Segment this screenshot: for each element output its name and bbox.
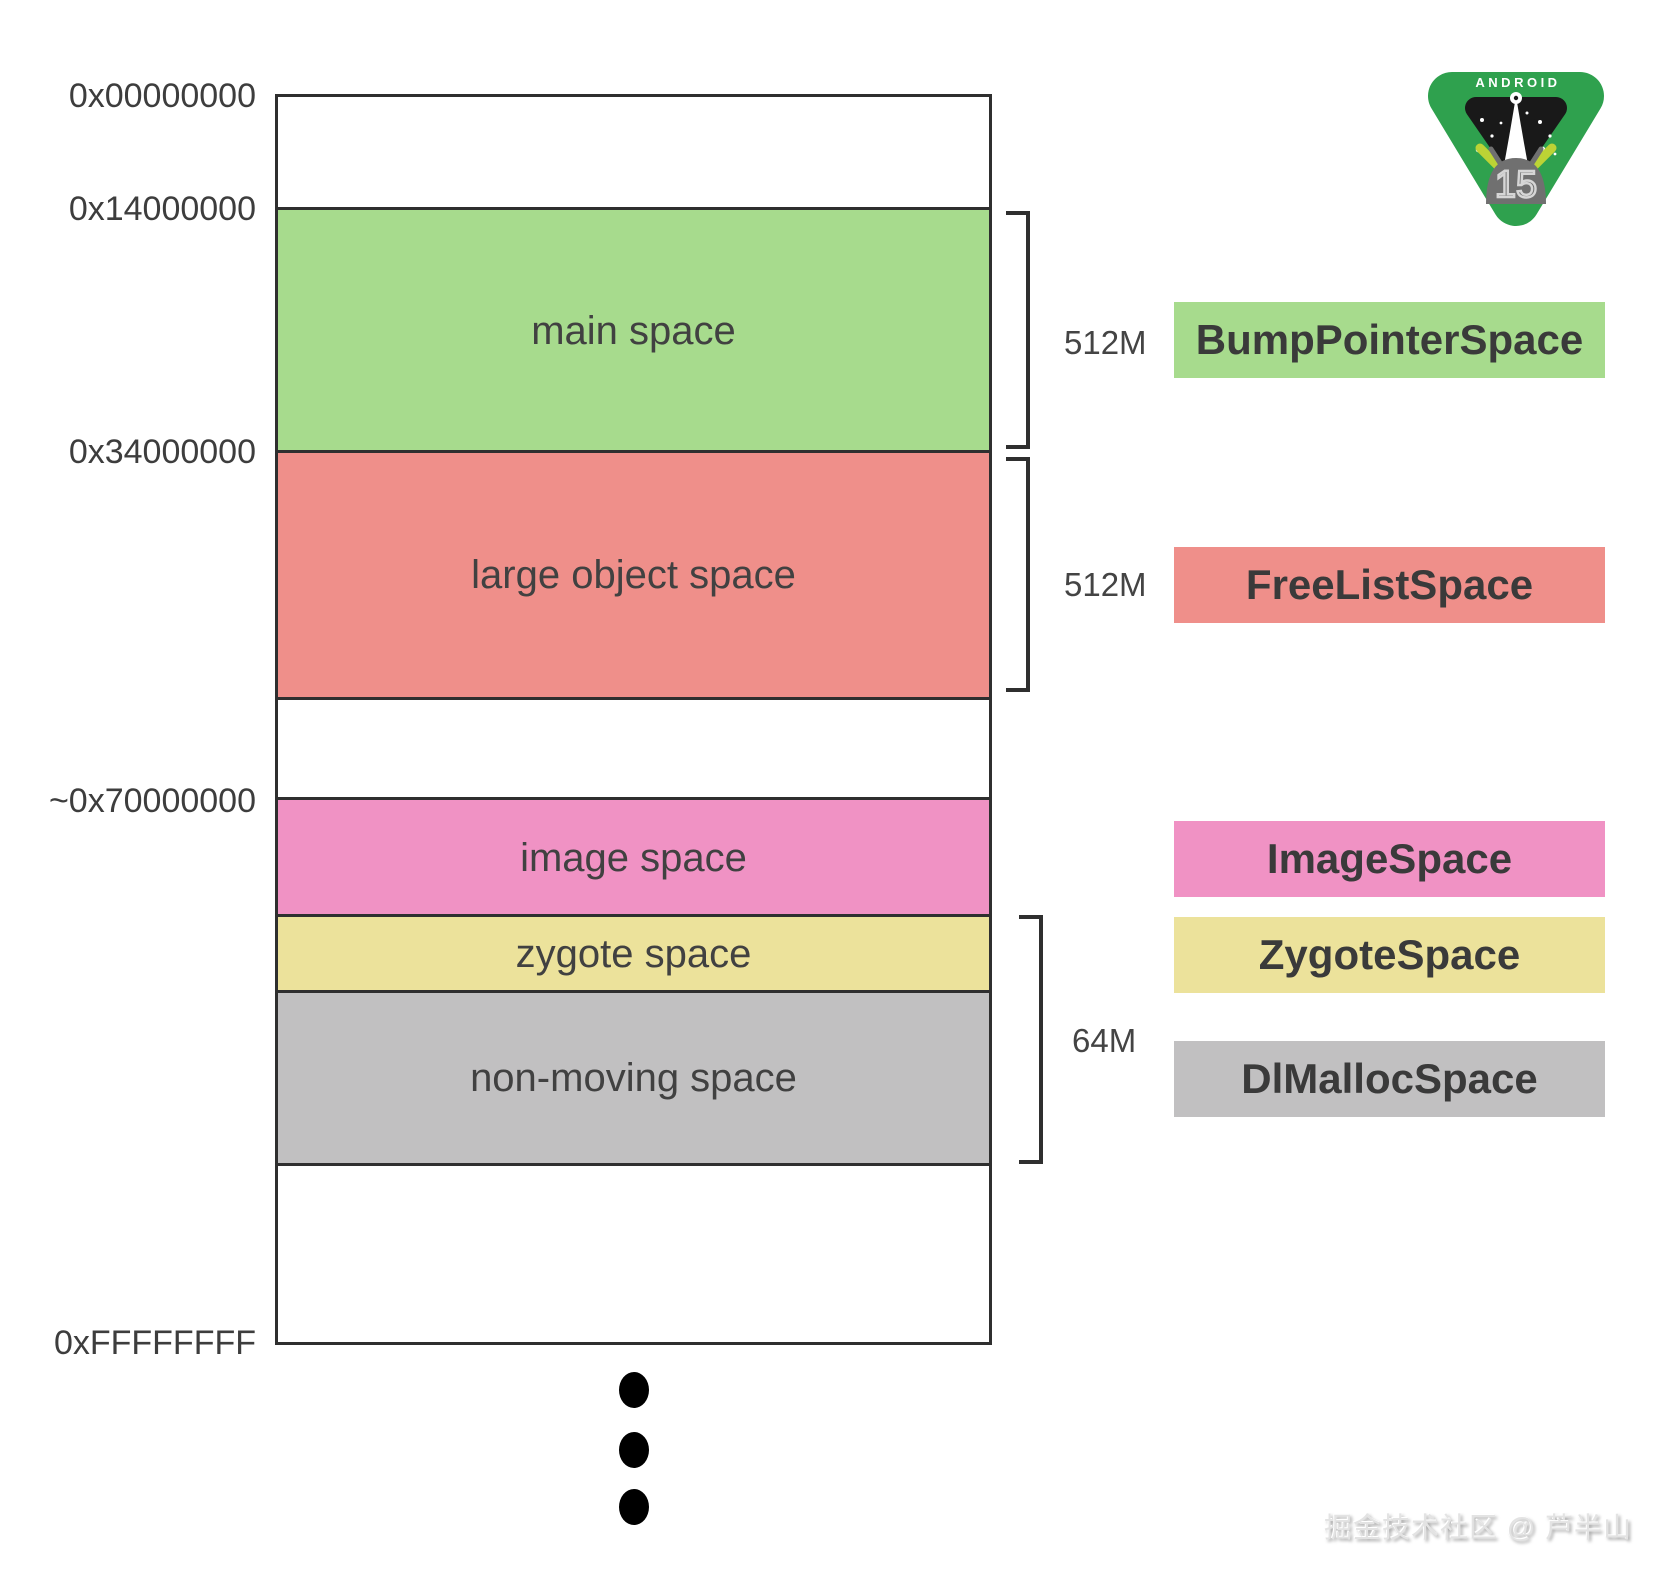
band-main-space: main space: [275, 207, 992, 455]
size-label-zygote-nonmoving: 64M: [1072, 1022, 1137, 1059]
band-non-moving-space: non-moving space: [275, 990, 992, 1166]
band-image-space: image space: [275, 797, 992, 919]
legend-zygote-space-label: ZygoteSpace: [1258, 931, 1521, 978]
legend-free-list-space-label: FreeListSpace: [1245, 561, 1534, 608]
ellipsis-dot: [619, 1432, 649, 1468]
address-label-0x70000000: ~0x70000000: [48, 782, 256, 820]
bracket-large-object-space: [1006, 457, 1030, 692]
badge-flame-right: [1527, 143, 1557, 173]
legend-image-space: ImageSpace: [1174, 821, 1605, 897]
address-label-0x34000000: 0x34000000: [68, 433, 256, 471]
band-non-moving-space-label: non-moving space: [470, 1055, 797, 1100]
legend-dlmalloc-space: DlMallocSpace: [1174, 1041, 1605, 1117]
legend-bump-pointer-space-label: BumpPointerSpace: [1195, 316, 1584, 363]
legend-bump-pointer-space: BumpPointerSpace: [1174, 302, 1605, 378]
badge-rocket-trail: [1504, 96, 1528, 165]
address-label-0x00000000: 0x00000000: [68, 77, 256, 115]
band-main-space-label: main space: [531, 308, 736, 353]
size-label-large: 512M: [1064, 566, 1147, 603]
bracket-main-space: [1006, 211, 1030, 449]
address-label-0x14000000: 0x14000000: [68, 190, 256, 228]
legend-free-list-space: FreeListSpace: [1174, 547, 1605, 623]
legend-zygote-space: ZygoteSpace: [1174, 917, 1605, 993]
badge-brand-text: ANDROID: [1475, 75, 1560, 90]
ellipsis-dot: [619, 1372, 649, 1408]
android-15-logo: ANDROID 15: [1428, 72, 1604, 226]
legend-image-space-label: ImageSpace: [1266, 835, 1513, 882]
badge-robot-head: [1486, 158, 1546, 204]
badge-robot-antennae: [1488, 146, 1544, 166]
size-label-main: 512M: [1064, 324, 1147, 361]
legend-dlmalloc-space-label: DlMallocSpace: [1241, 1055, 1538, 1102]
band-image-space-label: image space: [520, 835, 747, 880]
badge-flame-left: [1475, 143, 1505, 173]
band-large-object-space-label: large object space: [471, 552, 796, 597]
badge-rocket-window: [1513, 95, 1519, 101]
bracket-zygote-nonmoving: [1019, 915, 1043, 1164]
badge-version-text: 15: [1495, 164, 1537, 206]
address-label-0xFFFFFFFF: 0xFFFFFFFF: [53, 1324, 256, 1362]
ellipsis-dot: [619, 1489, 649, 1525]
watermark: 掘金技术社区 @ 芦半山: [1324, 1512, 1632, 1543]
band-large-object-space: large object space: [275, 450, 992, 700]
band-zygote-space-label: zygote space: [515, 931, 752, 976]
band-zygote-space: zygote space: [275, 914, 992, 994]
